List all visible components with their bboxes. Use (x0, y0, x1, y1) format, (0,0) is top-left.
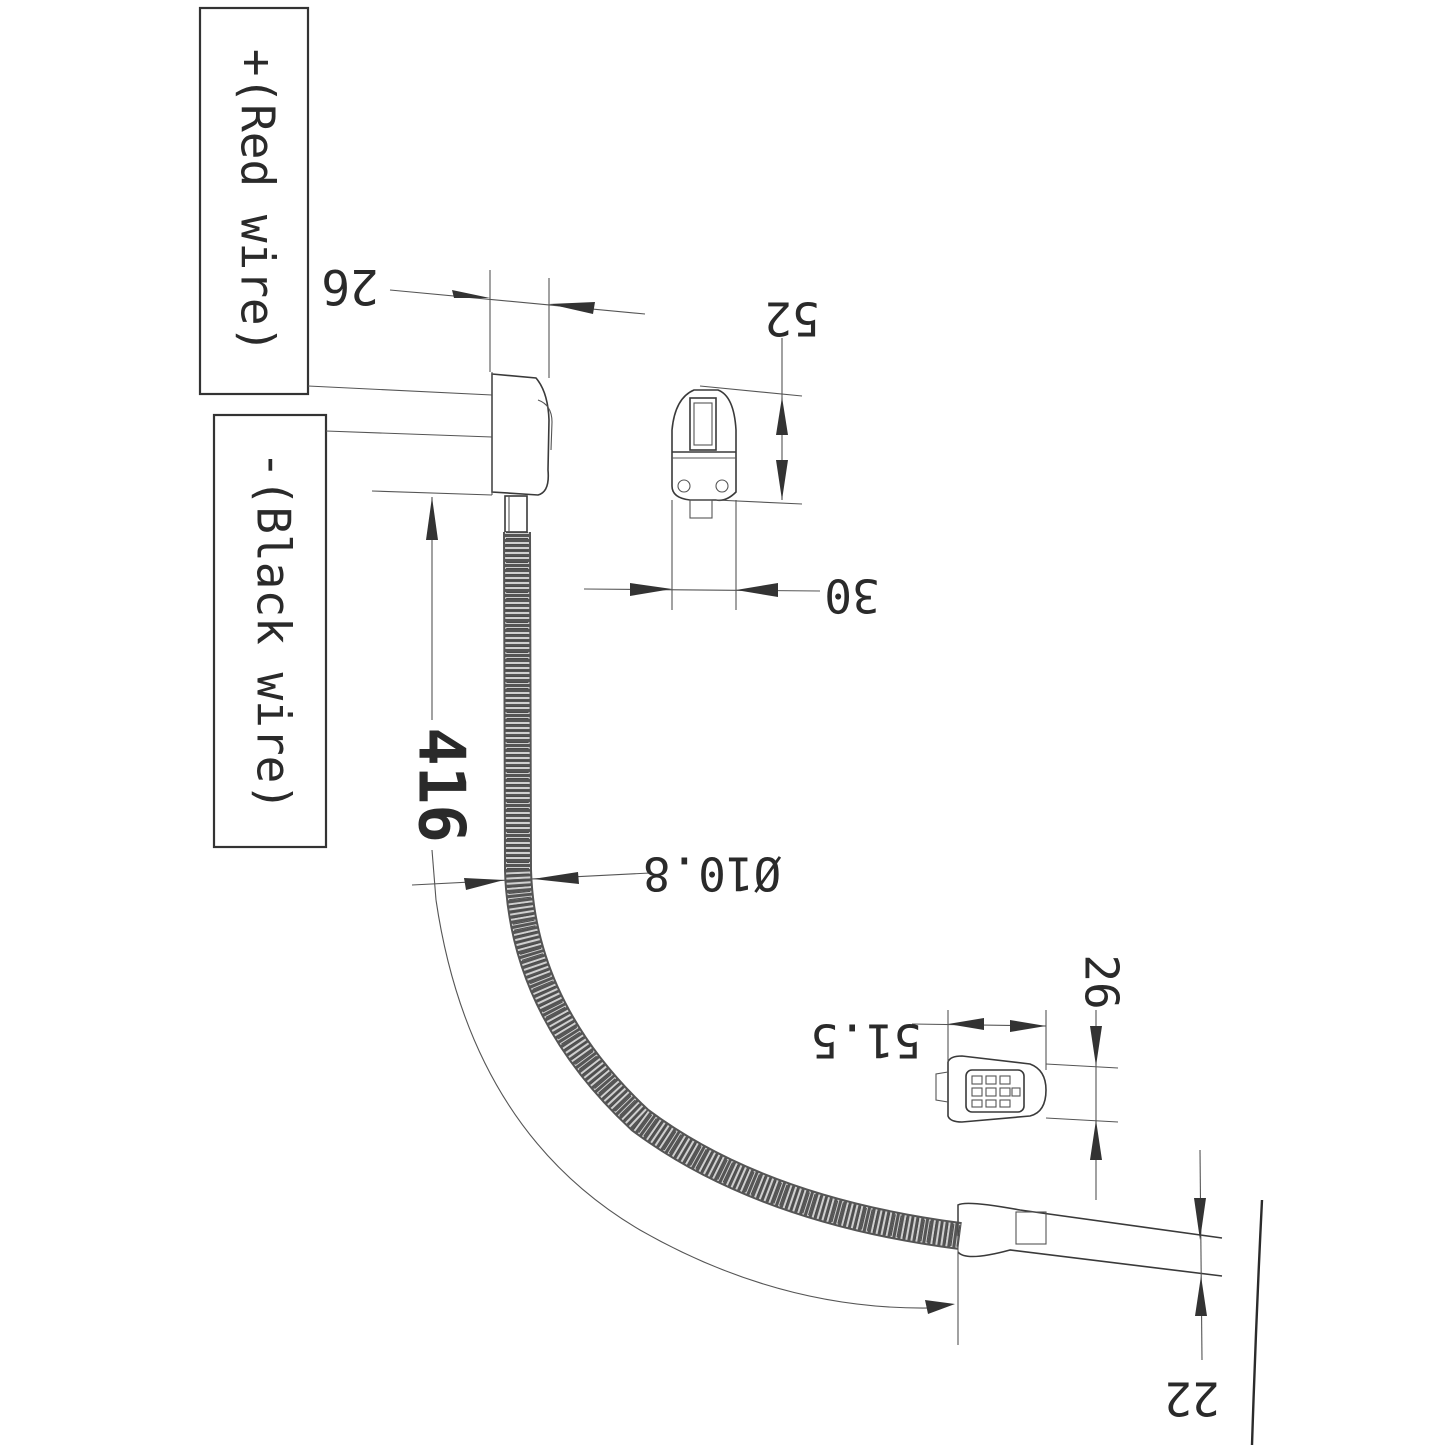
black-wire-leader (325, 430, 493, 438)
frame-edge-line (1250, 1199, 1264, 1445)
dimension-tail-width: 22 (1164, 1149, 1220, 1426)
dimension-gooseneck-length: 416 (371, 490, 955, 1314)
dimension-base-height: 51.5 (811, 1014, 1047, 1068)
dim-tail-width-label: 22 (1164, 1372, 1219, 1426)
dim-side-height-label: 52 (764, 292, 819, 346)
dim-base-width-label: 26 (1075, 954, 1129, 1009)
dimension-head-side-height: 52 (699, 292, 820, 505)
lamp-head (491, 372, 553, 533)
red-wire-label-box: +(Red wire) (198, 6, 310, 396)
dim-side-depth-label: 30 (824, 569, 879, 623)
base-clip-view (935, 1010, 1047, 1123)
dim-diameter-label: Ø10.8 (643, 847, 781, 901)
dimension-gooseneck-diameter: Ø10.8 (411, 847, 781, 901)
gooseneck-tube (503, 531, 962, 1250)
red-wire-leader (307, 385, 493, 396)
dimension-base-width: 26 (1045, 954, 1129, 1200)
black-wire-label: -(Black wire) (247, 451, 301, 811)
dim-head-width-label: 26 (321, 258, 379, 314)
dim-length-label: 416 (403, 727, 477, 843)
lamp-tail (957, 1202, 1223, 1345)
black-wire-label-box: -(Black wire) (212, 413, 328, 849)
dim-base-height-label: 51.5 (811, 1014, 922, 1068)
base-grid-pattern (971, 1075, 1021, 1108)
dimension-head-side-depth: 30 (583, 569, 880, 623)
dimension-head-width: 26 (321, 258, 646, 378)
head-side-view (671, 389, 737, 610)
red-wire-label: +(Red wire) (231, 49, 285, 354)
